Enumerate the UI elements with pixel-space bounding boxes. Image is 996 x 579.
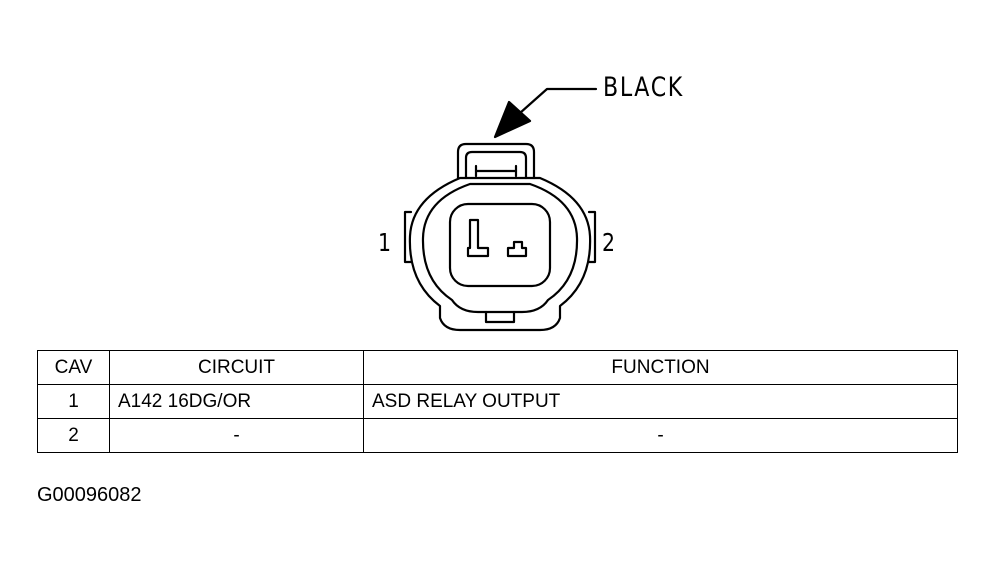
circuit-header: CIRCUIT	[109, 350, 364, 385]
cav-cell: 1	[37, 384, 110, 419]
figure-id: G00096082	[37, 484, 142, 506]
function-cell: ASD RELAY OUTPUT	[363, 384, 958, 419]
function-header: FUNCTION	[363, 350, 958, 385]
connector-housing-outer	[408, 176, 592, 332]
cavity-table: CAV CIRCUIT FUNCTION 1 A142 16DG/OR ASD …	[37, 350, 958, 453]
connector-cavity-face	[448, 202, 552, 288]
connector-latch	[456, 142, 536, 180]
terminal-2	[506, 240, 528, 258]
terminal-1	[466, 218, 490, 258]
table-header-row: CAV CIRCUIT FUNCTION	[37, 350, 958, 385]
pin-1-label: 1	[378, 228, 392, 257]
circuit-cell: -	[109, 418, 364, 453]
circuit-cell: A142 16DG/OR	[109, 384, 364, 419]
function-cell: -	[363, 418, 958, 453]
pin-2-label: 2	[602, 228, 616, 257]
color-leader-line	[518, 87, 598, 115]
table-row: 1 A142 16DG/OR ASD RELAY OUTPUT	[37, 384, 958, 419]
connector-color-label: BLACK	[603, 72, 684, 103]
cav-cell: 2	[37, 418, 110, 453]
color-leader-arrowhead	[493, 100, 532, 139]
cav-header: CAV	[37, 350, 110, 385]
connector-housing-inner	[421, 182, 579, 314]
table-row: 2 - -	[37, 418, 958, 453]
